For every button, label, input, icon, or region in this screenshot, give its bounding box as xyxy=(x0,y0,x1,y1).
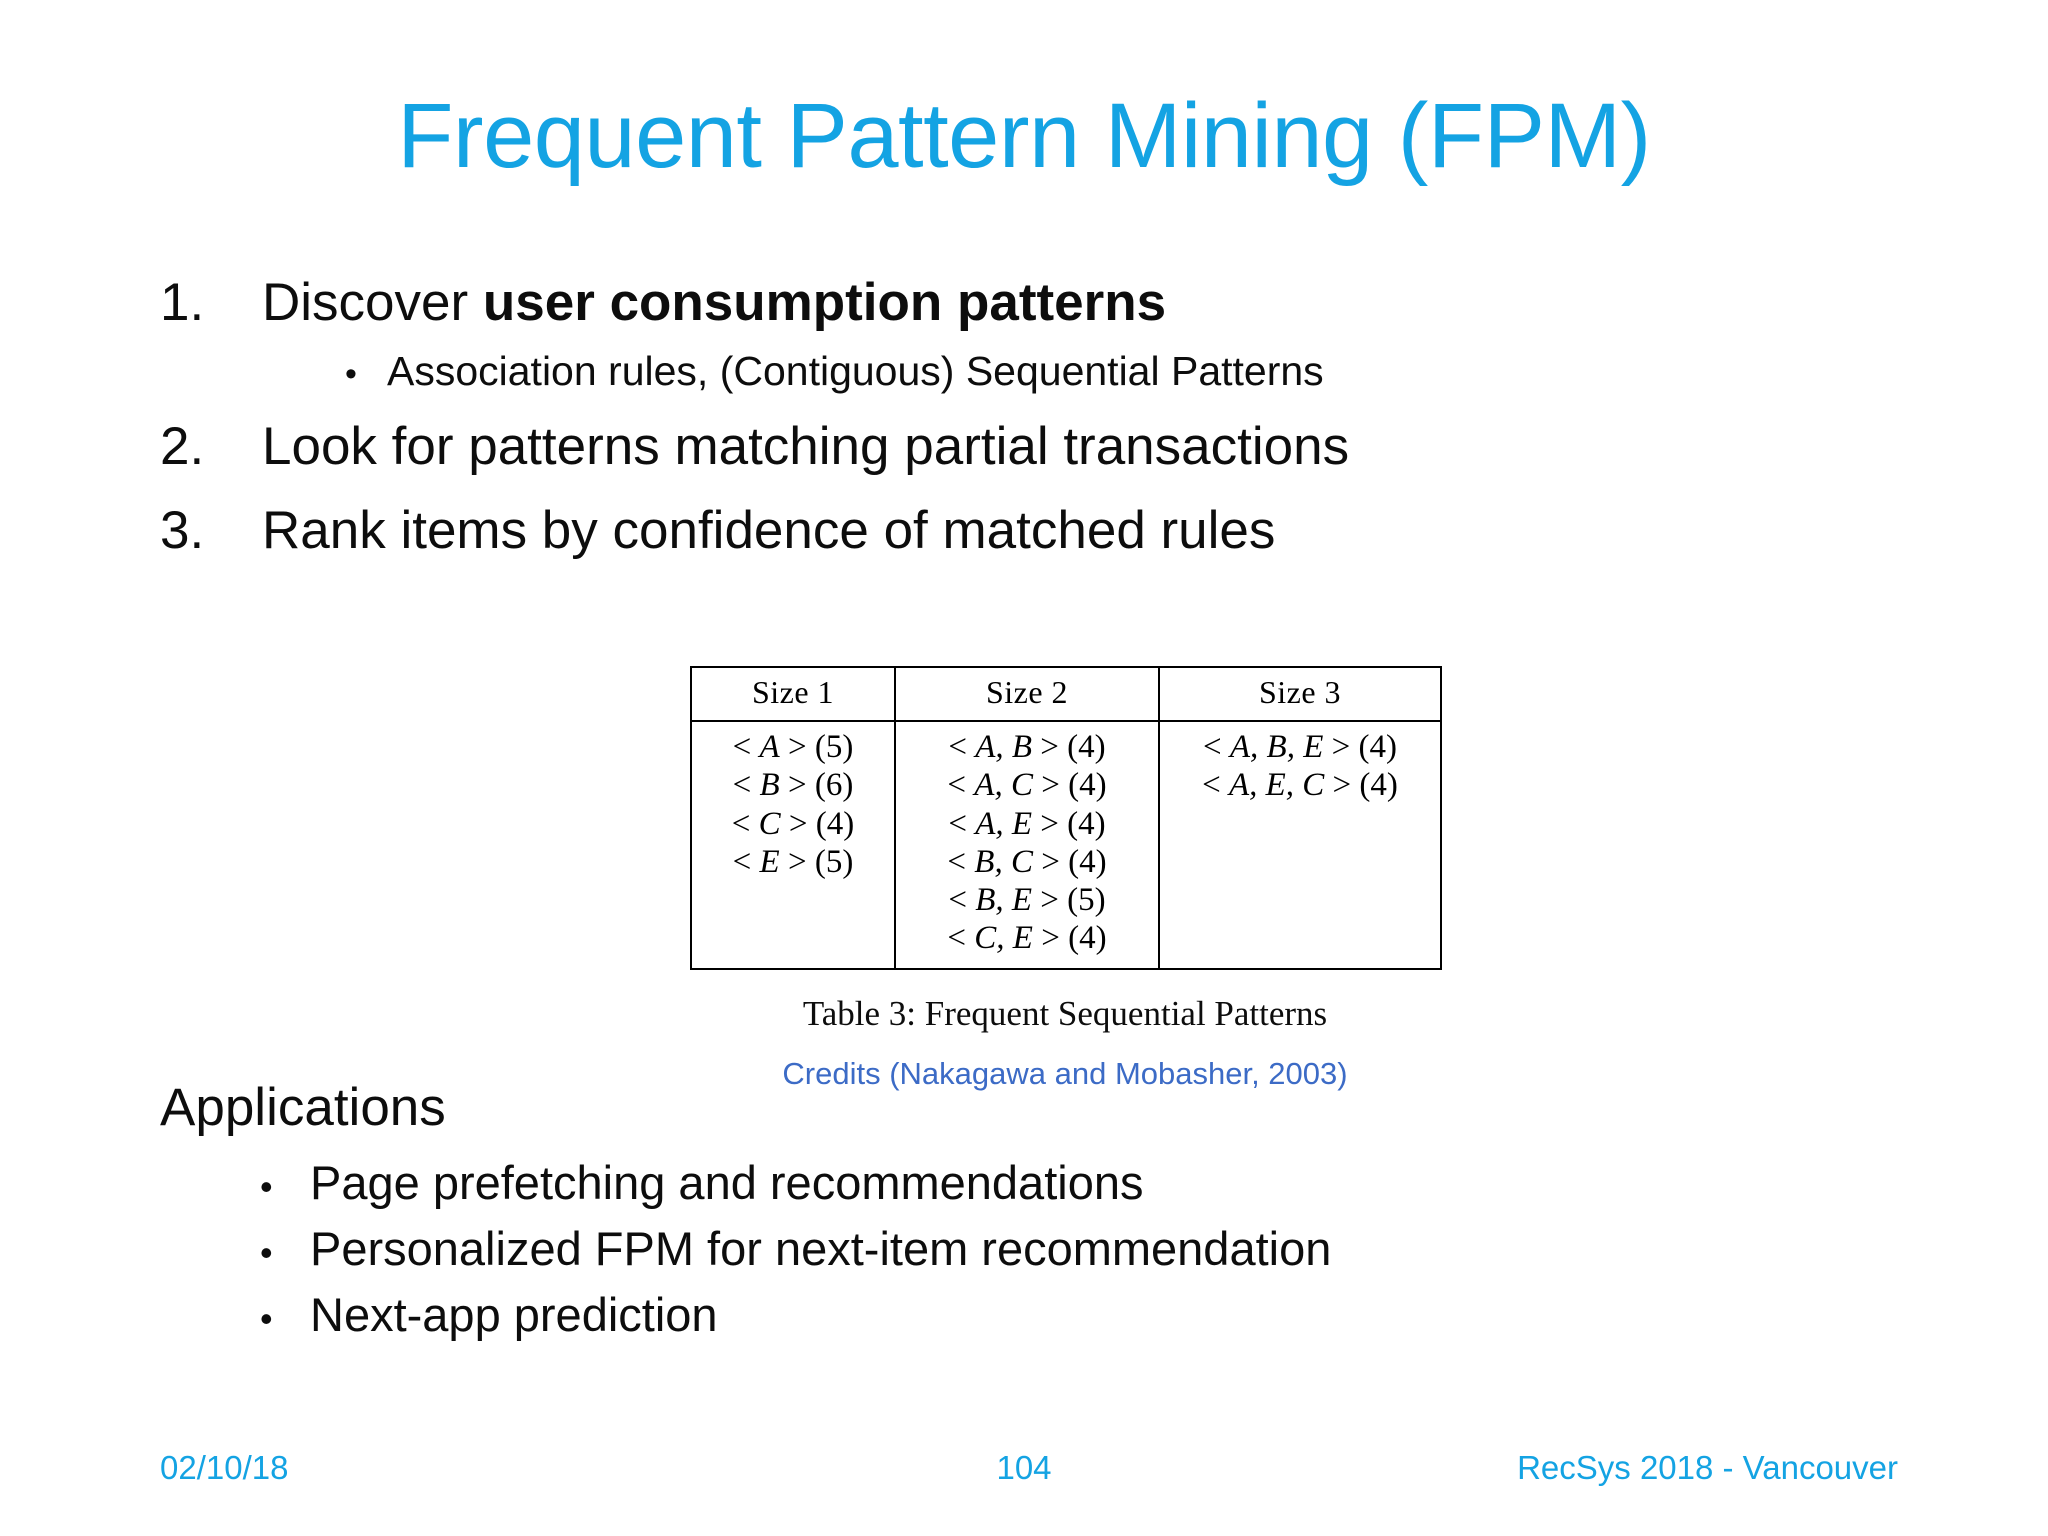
list-item: < A > (5) xyxy=(732,729,854,765)
pattern-text: A, E, C xyxy=(1228,767,1325,804)
credits-text: Credits (Nakagawa and Mobasher, 2003) xyxy=(782,1055,1348,1091)
sub-list-item-label: Association rules, (Contiguous) Sequenti… xyxy=(387,347,1324,394)
list-item: < C > (4) xyxy=(731,805,855,842)
pattern-text: C xyxy=(758,805,781,842)
applications-section: Applications • Page prefetching and reco… xyxy=(160,1078,1860,1351)
list-item: < A, C > (4) xyxy=(947,767,1107,804)
footer-date: 02/10/18 xyxy=(160,1449,289,1486)
sub-list-1: • Association rules, (Contiguous) Sequen… xyxy=(160,347,1860,396)
list-marker: 2. xyxy=(160,416,205,476)
list-item-label: Next-app prediction xyxy=(310,1288,718,1342)
table-header-row: Size 1 Size 2 Size 3 xyxy=(690,666,1442,722)
footer-page-number: 104 xyxy=(996,1449,1052,1486)
support-count: (4) xyxy=(1067,729,1106,765)
sub-list-item: • Association rules, (Contiguous) Sequen… xyxy=(345,347,1860,396)
list-item-2-text: Look for patterns matching partial trans… xyxy=(262,416,1350,476)
pattern-list-size-3: < A, B, E > (4) < A, E, C > (4) xyxy=(1160,728,1440,805)
support-count: (4) xyxy=(1068,843,1107,880)
support-count: (5) xyxy=(814,843,854,880)
pattern-list-size-2: < A, B > (4) < A, C > (4) < A, E > (4) <… xyxy=(896,728,1158,958)
numbered-list: 1. Discover user consumption patterns • … xyxy=(160,272,1860,571)
table-cell-size-1: < A > (5) < B > (6) < C > (4) < E > (5) xyxy=(690,720,896,970)
list-item: < B, E > (5) xyxy=(948,882,1106,919)
list-item: • Personalized FPM for next-item recomme… xyxy=(260,1219,1860,1279)
bullet-icon: • xyxy=(345,354,357,393)
support-count: (4) xyxy=(1359,767,1398,804)
support-count: (5) xyxy=(1067,882,1106,919)
page-title: Frequent Pattern Mining (FPM) xyxy=(397,85,1651,187)
support-count: (4) xyxy=(1068,767,1107,804)
pattern-text: A, C xyxy=(974,767,1033,804)
list-item: < A, B > (4) xyxy=(948,729,1106,765)
list-item: < A, E > (4) xyxy=(948,805,1106,842)
pattern-text: B, E xyxy=(975,882,1033,919)
list-item-label: Page prefetching and recommendations xyxy=(310,1155,1144,1209)
applications-list: • Page prefetching and recommendations •… xyxy=(160,1153,1860,1345)
footer-event: RecSys 2018 - Vancouver xyxy=(1517,1449,1898,1486)
support-count: (6) xyxy=(814,767,854,804)
list-item: • Page prefetching and recommendations xyxy=(260,1153,1860,1213)
bullet-icon: • xyxy=(260,1298,273,1340)
figure-frequent-sequential-patterns: Size 1 Size 2 Size 3 < A > (5) < B > (6)… xyxy=(690,666,1442,1092)
pattern-text: B xyxy=(759,767,780,804)
list-item-3-text: Rank items by confidence of matched rule… xyxy=(262,501,1276,561)
list-item-label: Personalized FPM for next-item recommend… xyxy=(310,1222,1332,1276)
list-item: < B, C > (4) xyxy=(947,843,1107,880)
list-item: • Next-app prediction xyxy=(260,1285,1860,1345)
list-marker: 3. xyxy=(160,501,205,561)
list-item: < A, B, E > (4) xyxy=(1203,729,1397,765)
bullet-icon: • xyxy=(260,1165,273,1207)
frequent-patterns-table: Size 1 Size 2 Size 3 < A > (5) < B > (6)… xyxy=(690,666,1442,970)
pattern-list-size-1: < A > (5) < B > (6) < C > (4) < E > (5) xyxy=(692,728,894,881)
table-header-size-3: Size 3 xyxy=(1158,666,1442,722)
table-caption: Table 3: Frequent Sequential Patterns xyxy=(802,993,1328,1033)
pattern-text: A xyxy=(759,729,780,765)
table-cell-size-3: < A, B, E > (4) < A, E, C > (4) xyxy=(1158,720,1442,970)
pattern-text: E xyxy=(759,843,780,880)
list-item-2: 2. Look for patterns matching partial tr… xyxy=(160,416,1860,479)
table-cell-size-2: < A, B > (4) < A, C > (4) < A, E > (4) <… xyxy=(894,720,1160,970)
list-item: < B > (6) xyxy=(732,767,854,804)
list-item: < A, E, C > (4) xyxy=(1202,767,1398,804)
support-count: (4) xyxy=(1067,805,1106,842)
list-item-3: 3. Rank items by confidence of matched r… xyxy=(160,500,1860,563)
pattern-text: A, B xyxy=(975,729,1033,765)
pattern-text: B, C xyxy=(974,843,1033,880)
bullet-icon: • xyxy=(260,1232,273,1274)
table-header-size-2: Size 2 xyxy=(894,666,1160,722)
table-row: < A > (5) < B > (6) < C > (4) < E > (5) … xyxy=(690,720,1442,970)
slide-footer: 02/10/18 104 RecSys 2018 - Vancouver xyxy=(0,1446,2048,1490)
applications-heading: Applications xyxy=(160,1078,446,1137)
list-item-1-text-bold: user consumption patterns xyxy=(482,273,1167,332)
support-count: (4) xyxy=(1068,920,1107,957)
pattern-text: A, E xyxy=(975,805,1033,842)
table-header-size-1: Size 1 xyxy=(690,666,896,722)
support-count: (5) xyxy=(814,729,854,765)
list-item-1-text-normal: Discover xyxy=(262,273,483,332)
list-marker: 1. xyxy=(160,273,205,332)
pattern-text: C, E xyxy=(974,920,1033,957)
list-item: < C, E > (4) xyxy=(947,920,1107,957)
list-item-1-text: Discover user consumption patterns xyxy=(262,272,1166,335)
support-count: (4) xyxy=(1358,729,1397,765)
list-item: < E > (5) xyxy=(732,843,854,880)
pattern-text: A, B, E xyxy=(1229,729,1324,765)
list-item-1: 1. Discover user consumption patterns xyxy=(160,272,1860,335)
support-count: (4) xyxy=(815,805,855,842)
